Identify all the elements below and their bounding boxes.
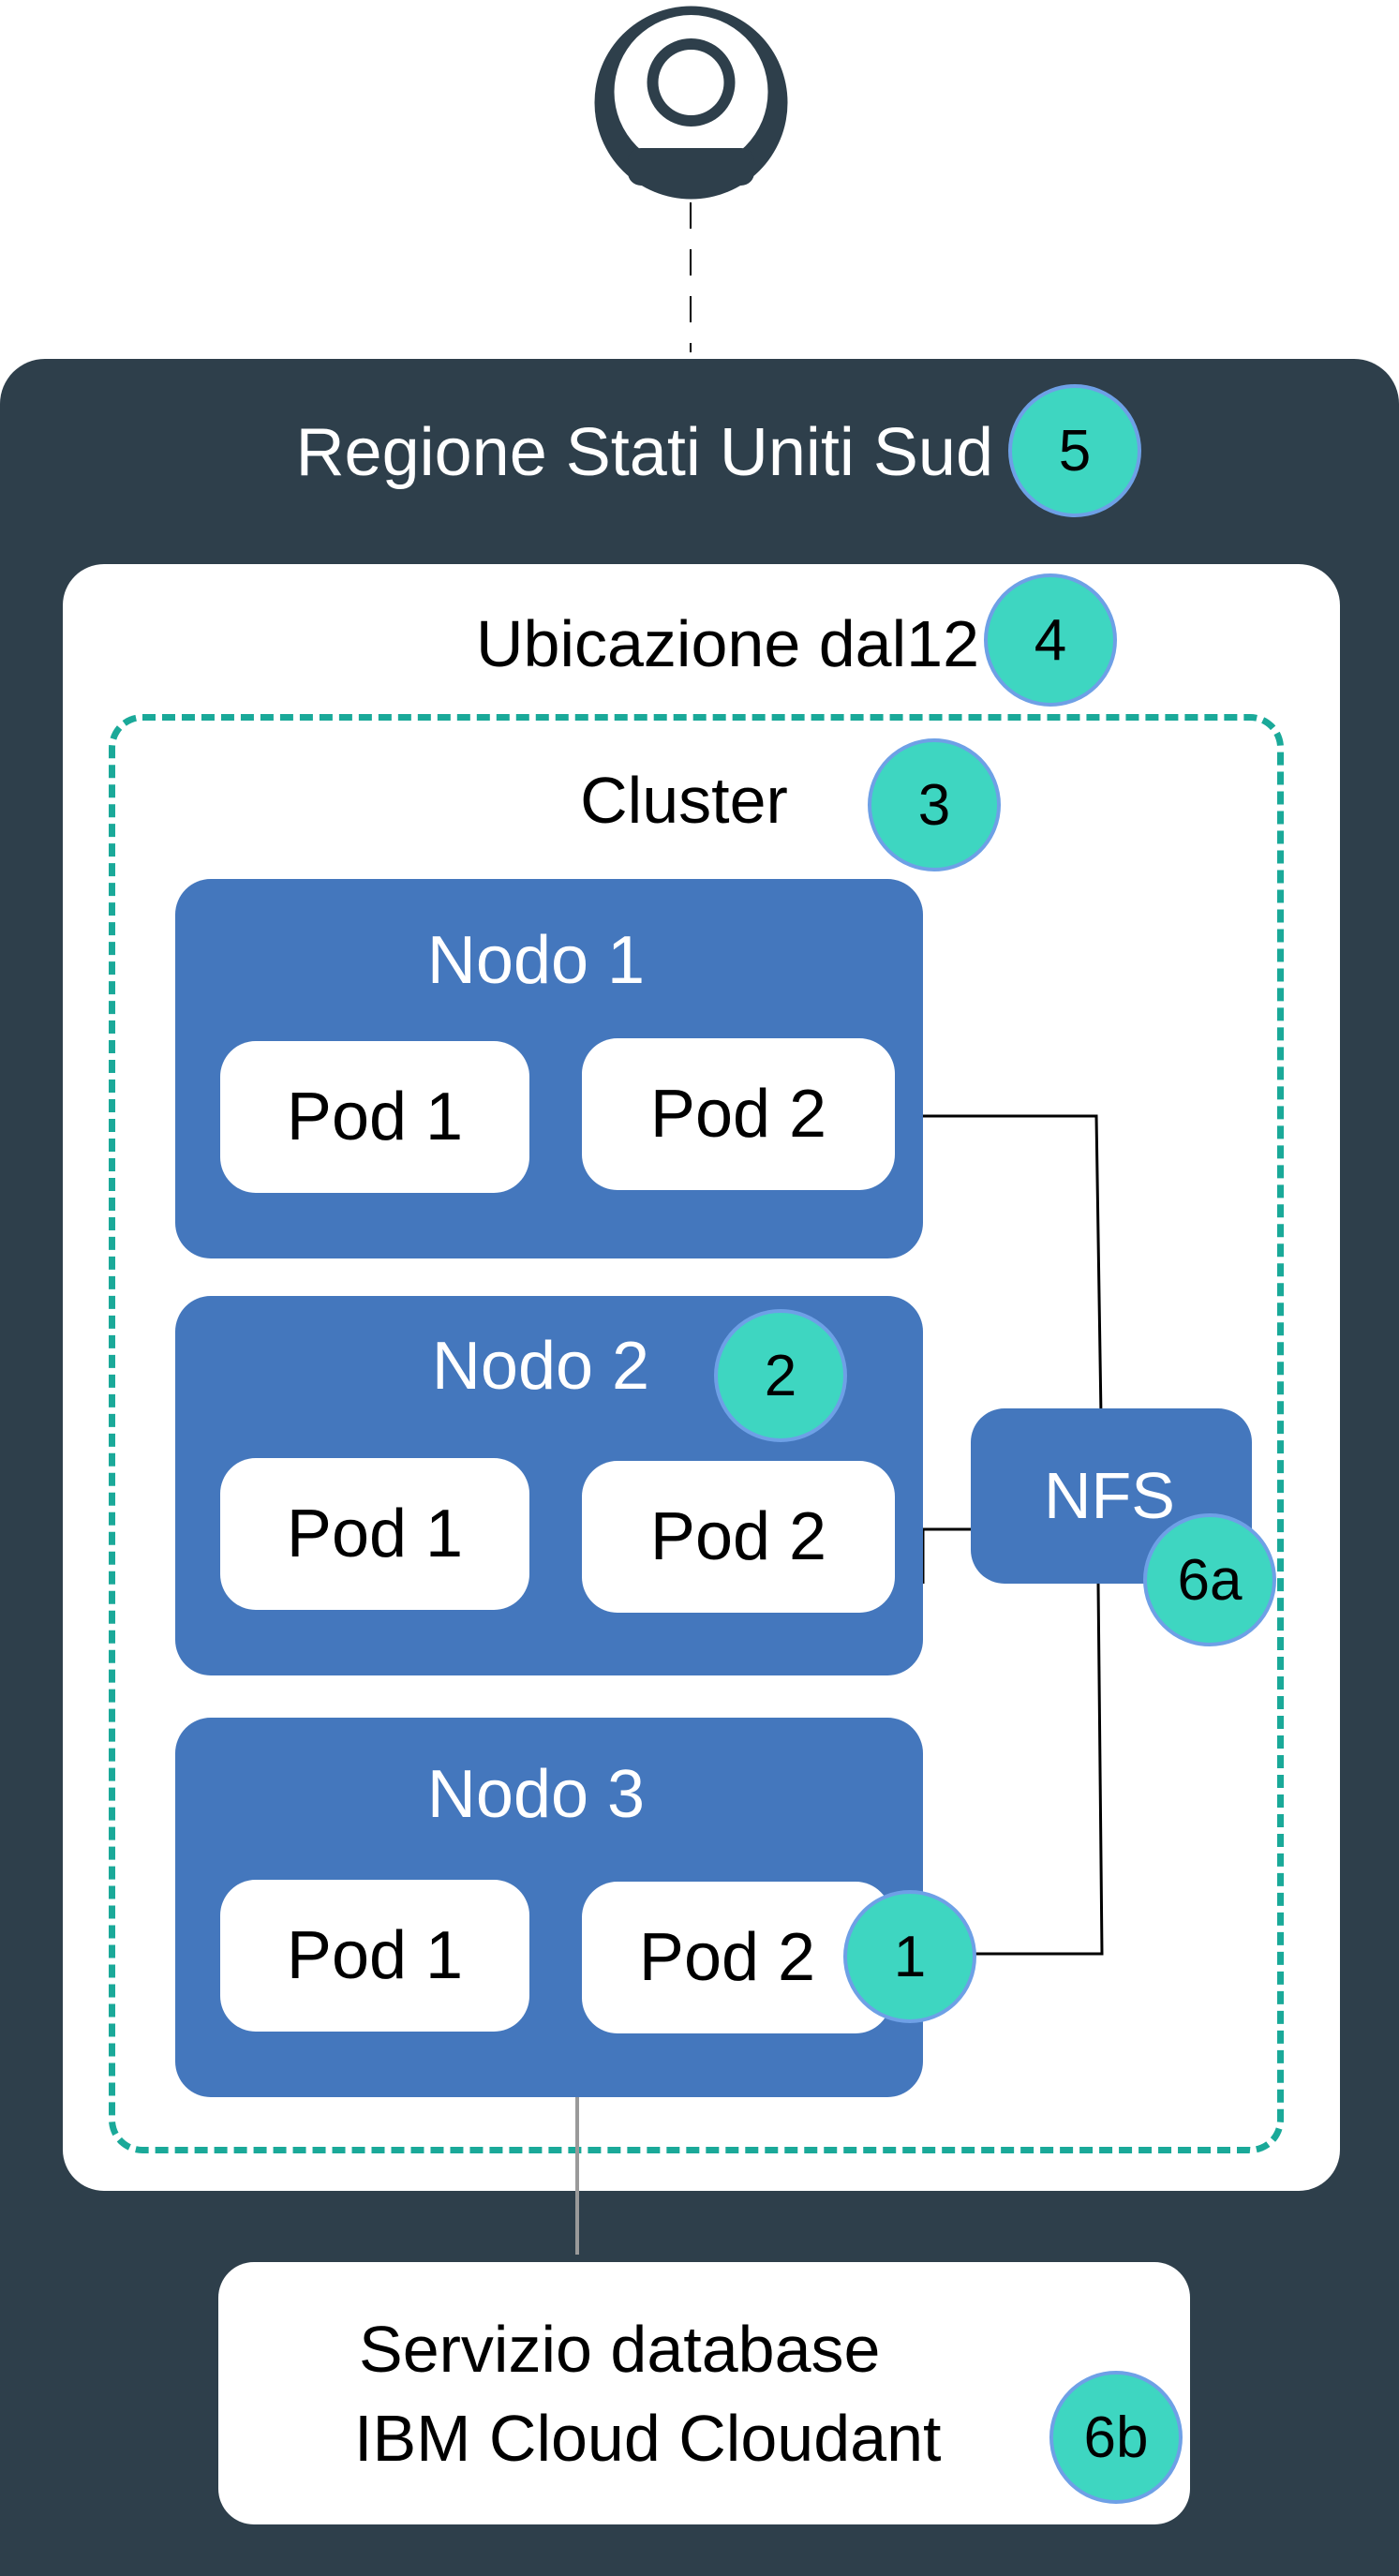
nfs-label: NFS xyxy=(1044,1459,1175,1532)
pod-label: Pod 2 xyxy=(649,1499,827,1574)
node-3-pod-2: Pod 2 xyxy=(582,1882,891,2033)
node-3: Nodo 3 Pod 1 Pod 2 xyxy=(175,1718,923,2097)
node-3-pod-1: Pod 1 xyxy=(220,1880,529,2032)
pod-label: Pod 1 xyxy=(286,1918,464,1993)
node-2: Nodo 2 Pod 1 Pod 2 xyxy=(175,1296,923,1675)
region-badge: 5 xyxy=(1008,384,1141,517)
cluster-badge: 3 xyxy=(868,738,1001,871)
node-1-pod-2: Pod 2 xyxy=(582,1038,895,1190)
node-1-title: Nodo 1 xyxy=(426,923,646,998)
cluster-boundary xyxy=(109,714,1284,2153)
pod-badge: 1 xyxy=(843,1890,976,2023)
node-2-title: Nodo 2 xyxy=(431,1329,650,1404)
location-title: Ubicazione dal12 xyxy=(475,607,979,680)
pod-label: Pod 2 xyxy=(649,1077,827,1152)
nfs-badge: 6a xyxy=(1143,1513,1276,1646)
database-service: Servizio database IBM Cloud Cloudant xyxy=(218,2262,1190,2524)
database-line-2: IBM Cloud Cloudant xyxy=(354,2402,942,2475)
node-2-badge: 2 xyxy=(714,1309,847,1442)
nfs-storage: NFS xyxy=(971,1408,1252,1584)
node-1-pod-1: Pod 1 xyxy=(220,1041,529,1193)
node-3-title: Nodo 3 xyxy=(426,1757,646,1832)
region-title: Regione Stati Uniti Sud xyxy=(295,415,993,490)
database-line-1: Servizio database xyxy=(359,2313,881,2386)
node-2-pod-1: Pod 1 xyxy=(220,1458,529,1610)
node-2-pod-2: Pod 2 xyxy=(582,1461,895,1613)
location-badge: 4 xyxy=(984,573,1117,707)
user-icon xyxy=(588,0,794,205)
database-badge: 6b xyxy=(1049,2371,1183,2504)
pod-label: Pod 2 xyxy=(638,1920,816,1995)
pod-label: Pod 1 xyxy=(286,1496,464,1571)
pod-label: Pod 1 xyxy=(286,1080,464,1154)
node-1: Nodo 1 Pod 1 Pod 2 xyxy=(175,879,923,1258)
user-connection-line xyxy=(690,202,692,352)
cluster-title: Cluster xyxy=(580,764,788,837)
